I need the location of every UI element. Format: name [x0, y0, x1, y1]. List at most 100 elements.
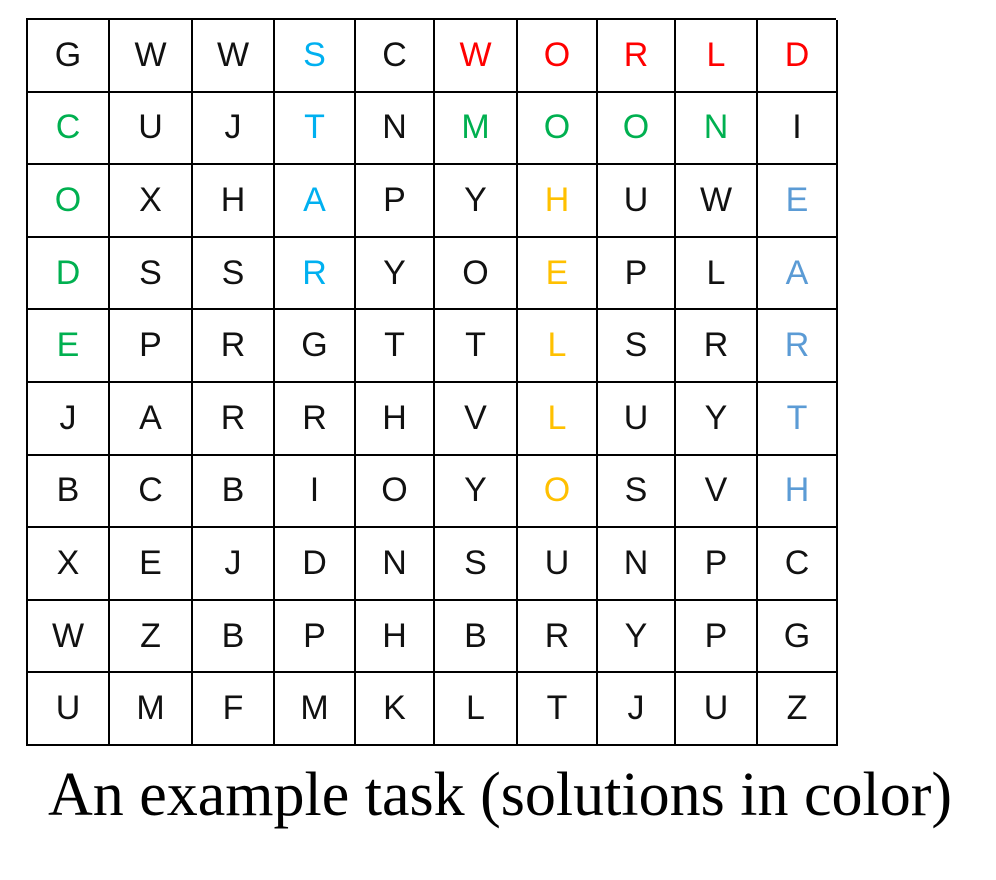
grid-cell: R — [758, 310, 838, 383]
grid-cell: R — [193, 310, 275, 383]
grid-cell: D — [758, 20, 838, 93]
grid-cell: X — [28, 528, 110, 601]
grid-cell: M — [275, 673, 356, 746]
grid-cell: A — [758, 237, 838, 311]
grid-cell: J — [193, 528, 275, 601]
grid-cell: Y — [435, 455, 518, 529]
grid-cell: U — [676, 673, 758, 746]
grid-cell: J — [193, 92, 275, 166]
grid-cell: S — [598, 455, 676, 529]
grid-cell: O — [356, 455, 435, 529]
grid-cell: B — [28, 455, 110, 529]
grid-cell: E — [28, 310, 110, 383]
grid-cell: W — [110, 20, 193, 93]
grid-cell: F — [193, 673, 275, 746]
grid-cell: C — [356, 20, 435, 93]
grid-cell: C — [28, 92, 110, 166]
grid-cell: I — [275, 455, 356, 529]
grid-cell: L — [518, 310, 598, 383]
grid-cell: L — [676, 237, 758, 311]
grid-cell: I — [758, 92, 838, 166]
grid-cell: D — [28, 237, 110, 311]
grid-cell: Z — [758, 673, 838, 746]
grid-cell: E — [518, 237, 598, 311]
grid-cell: T — [758, 382, 838, 456]
grid-cell: P — [676, 600, 758, 674]
grid-cell: A — [275, 165, 356, 238]
grid-cell: S — [193, 237, 275, 311]
grid-cell: G — [275, 310, 356, 383]
grid-cell: O — [518, 92, 598, 166]
grid-cell: L — [676, 20, 758, 93]
grid-cell: Z — [110, 600, 193, 674]
grid-cell: S — [598, 310, 676, 383]
grid-cell: H — [356, 600, 435, 674]
grid-cell: N — [356, 528, 435, 601]
grid-cell: O — [518, 455, 598, 529]
grid-cell: V — [676, 455, 758, 529]
grid-cell: U — [28, 673, 110, 746]
grid-cell: A — [110, 382, 193, 456]
grid-cell: W — [676, 165, 758, 238]
grid-cell: R — [598, 20, 676, 93]
grid-cell: R — [275, 237, 356, 311]
grid-cell: B — [193, 455, 275, 529]
grid-cell: L — [435, 673, 518, 746]
grid-cell: D — [275, 528, 356, 601]
grid-cell: B — [435, 600, 518, 674]
grid-cell: R — [518, 600, 598, 674]
grid-cell: Y — [598, 600, 676, 674]
grid-cell: Y — [435, 165, 518, 238]
grid-cell: J — [598, 673, 676, 746]
grid-cell: T — [356, 310, 435, 383]
grid-cell: T — [518, 673, 598, 746]
grid-cell: H — [356, 382, 435, 456]
grid-cell: P — [676, 528, 758, 601]
grid-cell: O — [518, 20, 598, 93]
grid-cell: B — [193, 600, 275, 674]
grid-cell: H — [758, 455, 838, 529]
grid-cell: C — [758, 528, 838, 601]
grid-cell: H — [193, 165, 275, 238]
grid-cell: U — [598, 165, 676, 238]
grid-cell: N — [676, 92, 758, 166]
grid-cell: W — [193, 20, 275, 93]
grid-cell: P — [110, 310, 193, 383]
grid-cell: R — [193, 382, 275, 456]
grid-cell: H — [518, 165, 598, 238]
grid-cell: U — [518, 528, 598, 601]
grid-cell: S — [435, 528, 518, 601]
grid-cell: O — [28, 165, 110, 238]
grid-cell: G — [758, 600, 838, 674]
grid-cell: P — [356, 165, 435, 238]
grid-cell: N — [356, 92, 435, 166]
grid-cell: U — [598, 382, 676, 456]
grid-cell: U — [110, 92, 193, 166]
grid-cell: Y — [676, 382, 758, 456]
grid-cell: P — [598, 237, 676, 311]
grid-cell: O — [598, 92, 676, 166]
grid-cell: N — [598, 528, 676, 601]
grid-cell: M — [435, 92, 518, 166]
grid-cell: T — [275, 92, 356, 166]
grid-cell: S — [110, 237, 193, 311]
grid-cell: L — [518, 382, 598, 456]
grid-cell: C — [110, 455, 193, 529]
grid-cell: O — [435, 237, 518, 311]
grid-cell: R — [676, 310, 758, 383]
grid-cell: T — [435, 310, 518, 383]
grid-cell: W — [435, 20, 518, 93]
grid-cell: V — [435, 382, 518, 456]
grid-cell: Y — [356, 237, 435, 311]
grid-cell: X — [110, 165, 193, 238]
caption: An example task (solutions in color) — [48, 761, 952, 829]
grid-cell: M — [110, 673, 193, 746]
grid-cell: S — [275, 20, 356, 93]
grid-cell: W — [28, 600, 110, 674]
grid-cell: J — [28, 382, 110, 456]
grid-cell: R — [275, 382, 356, 456]
grid-cell: E — [110, 528, 193, 601]
grid-cell: P — [275, 600, 356, 674]
grid-cell: E — [758, 165, 838, 238]
